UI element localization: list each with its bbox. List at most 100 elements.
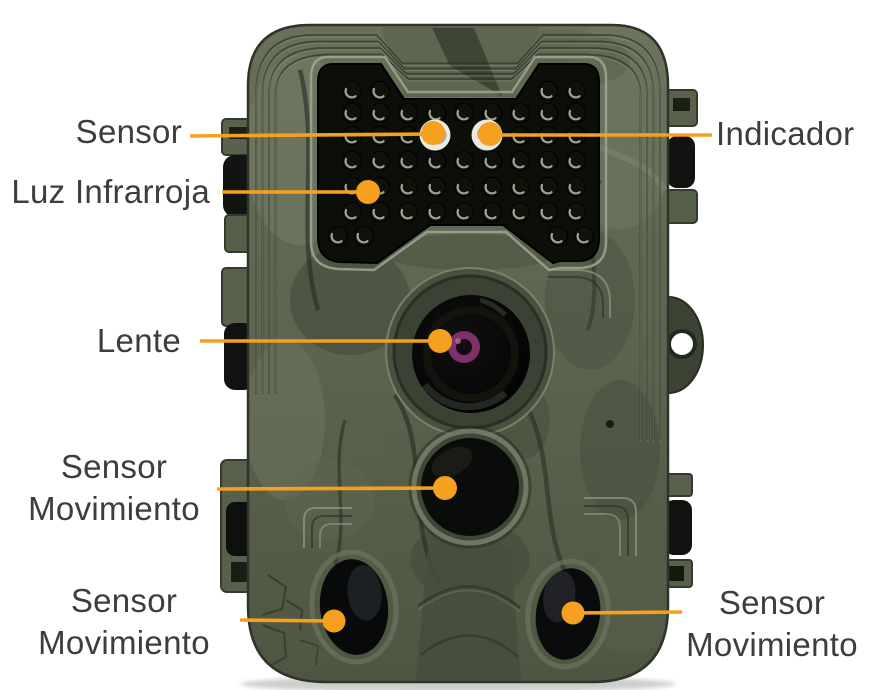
callout-dot-sensor-movimiento-centro: [433, 476, 457, 500]
callout-label-sensor-movimiento-izquierda: Sensor Movimiento: [10, 580, 238, 664]
groove-ridge: [261, 40, 655, 440]
ir-led-glint: [568, 208, 581, 220]
callout-dot-luz-infrarroja: [356, 180, 380, 204]
callout-annotations: [189, 121, 712, 633]
ir-led-glint: [456, 183, 469, 195]
callout-label-line: Sensor: [718, 584, 826, 621]
ir-led-glint: [540, 157, 553, 169]
callout-dot-sensor-movimiento-derecha: [561, 601, 585, 625]
ir-led-glint: [344, 87, 357, 99]
ir-led-glint: [344, 208, 357, 220]
callout-line-sensor: [189, 132, 434, 138]
groove-ridge: [274, 53, 642, 440]
callout-dot-sensor-movimiento-izquierda: [322, 609, 346, 633]
callout-label-line: Sensor: [60, 448, 168, 485]
ir-led-glint: [512, 109, 525, 121]
ir-led-glint: [400, 157, 413, 169]
pir-center-sheen: [431, 446, 473, 478]
callout-line-sensor-movimiento-centro: [216, 486, 446, 491]
groove-ridge-highlight: [255, 36, 661, 442]
camera-body-outline: [246, 23, 670, 684]
pir-right-bezel: [525, 558, 611, 670]
groove-corner-motifs: [303, 269, 637, 556]
ir-led-glint: [344, 109, 357, 121]
ir-panel-bezel: [309, 55, 608, 272]
ir-led-glint: [484, 208, 497, 220]
ir-led-glint: [428, 157, 441, 169]
callout-label-line: Movimiento: [28, 490, 200, 527]
ir-led-glint: [428, 183, 441, 195]
groove-ridge-highlight: [261, 42, 655, 442]
lens-inner-ring: [423, 306, 519, 402]
ir-led-glint: [540, 208, 553, 220]
callout-label-sensor-movimiento-centro: Sensor Movimiento: [8, 446, 220, 530]
ir-led-glint: [484, 109, 497, 121]
ir-led-glint: [356, 232, 369, 244]
groove-ridge: [268, 47, 648, 440]
ir-led-panel: [309, 55, 608, 272]
callout-label-sensor-movimiento-derecha: Sensor Movimiento: [668, 582, 876, 666]
ir-led-glint: [330, 232, 343, 244]
ir-led-glint: [484, 183, 497, 195]
ir-led-glint: [456, 157, 469, 169]
ir-led-glint: [576, 232, 589, 244]
lens-glint: [479, 297, 507, 317]
ir-led-glint: [456, 208, 469, 220]
lens-reflection: [422, 382, 508, 411]
right-latch-rubber-lower: [664, 500, 692, 555]
ir-led-glint: [372, 109, 385, 121]
groove-ridge-highlight: [268, 49, 648, 442]
callout-line-sensor-movimiento-izquierda: [239, 618, 335, 623]
ir-led-glint: [568, 183, 581, 195]
ir-led-glint: [512, 157, 525, 169]
callout-line-sensor-movimiento-derecha: [572, 610, 683, 615]
ir-led-glint: [540, 87, 553, 99]
callout-label-line: Movimiento: [686, 626, 858, 663]
right-latch-rubber-top: [667, 136, 695, 188]
ir-led-glint: [428, 109, 441, 121]
mounting-hole: [667, 329, 697, 359]
ir-led-glint: [372, 87, 385, 99]
ir-led-glint: [372, 208, 385, 220]
camera-lens: [385, 267, 555, 437]
pir-sensor-center: [408, 425, 532, 549]
ir-led-glint: [400, 109, 413, 121]
callout-label-lente: Lente: [96, 322, 181, 359]
groove-ridge: [255, 34, 661, 440]
ir-led-glint: [400, 208, 413, 220]
callout-dot-sensor: [421, 121, 445, 145]
callout-label-line: Movimiento: [38, 624, 210, 661]
right-latch-catch-slot: [668, 566, 684, 581]
bottom-cover: [415, 535, 522, 682]
ir-led-glint: [540, 183, 553, 195]
ir-led-glint: [400, 183, 413, 195]
ir-led-array: [328, 81, 594, 246]
right-latch-bracket: [665, 189, 698, 224]
ir-led-glint: [568, 109, 581, 121]
left-latch-slot-lower: [231, 562, 250, 582]
ir-led-glint: [550, 232, 563, 244]
callout-dot-indicador: [478, 122, 502, 146]
ir-led-glint: [512, 208, 525, 220]
lens-highlight: [455, 338, 461, 344]
pir-left-bezel: [309, 549, 399, 665]
ir-led-glint: [456, 109, 469, 121]
callout-label-luz-infrarroja: Luz Infrarroja: [11, 173, 210, 210]
ir-led-glint: [568, 157, 581, 169]
groove-ridge-highlight: [274, 55, 642, 442]
ir-led-glint: [568, 87, 581, 99]
ir-led-glint: [484, 157, 497, 169]
ir-led-glint: [540, 109, 553, 121]
callout-dot-lente: [428, 329, 452, 353]
ir-led-glint: [344, 157, 357, 169]
callout-label-sensor: Sensor: [75, 113, 182, 150]
callout-label-line: Sensor: [70, 582, 178, 619]
pir-left-sheen: [347, 564, 382, 621]
callout-label-indicador: Indicador: [716, 115, 855, 152]
ir-led-glint: [512, 183, 525, 195]
ir-led-glint: [428, 208, 441, 220]
body-groove-ridges: [255, 34, 661, 442]
right-latch-slot-top: [673, 98, 690, 111]
